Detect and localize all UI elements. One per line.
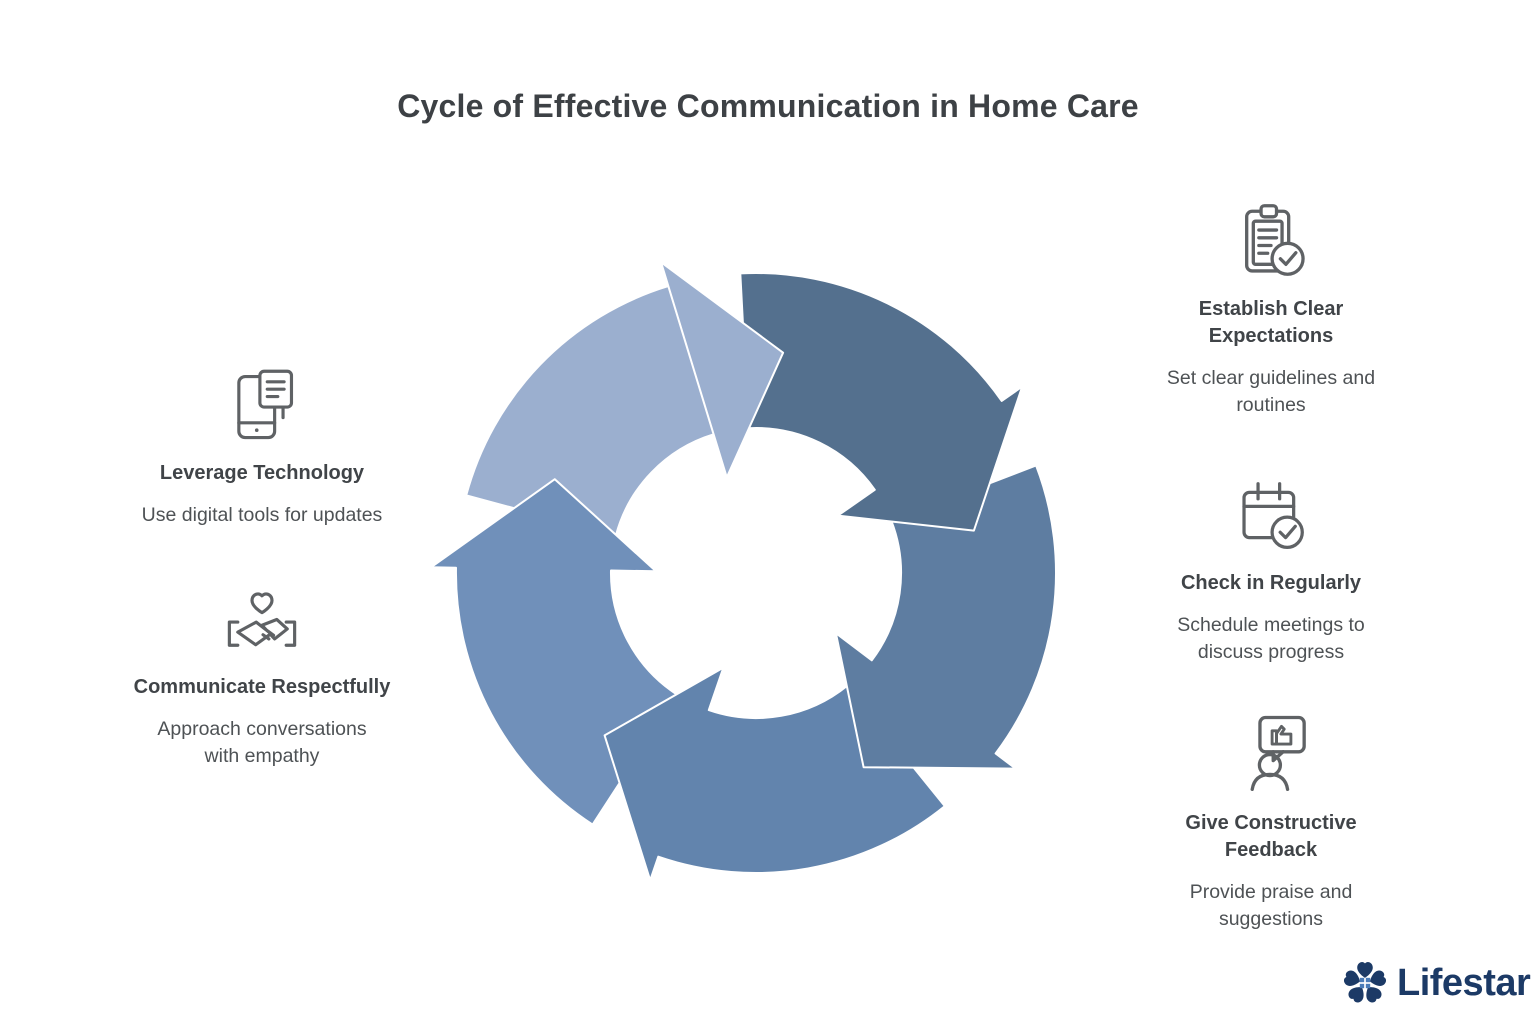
step-title: Leverage Technology — [159, 462, 365, 484]
step-title: Give Constructive Feedback — [1185, 812, 1357, 861]
step-title: Establish Clear Expectations — [1198, 298, 1344, 347]
step-leverage-technology: Leverage Technology Use digital tools fo… — [92, 366, 432, 529]
step-description: Set clear guidelines and routines — [1166, 367, 1376, 416]
step-description: Approach conversations with empathy — [157, 718, 367, 767]
cycle-arrow-check-in-regularly — [834, 464, 1058, 770]
lifestar-logo-icon — [1342, 962, 1388, 1005]
page-title: Cycle of Effective Communication in Home… — [397, 88, 1139, 124]
step-title: Communicate Respectfully — [133, 676, 391, 698]
phone-update-icon — [237, 369, 294, 440]
calendar-check-icon — [1242, 482, 1304, 549]
step-check-in-regularly: Check in Regularly Schedule meetings to … — [1101, 474, 1441, 666]
step-communicate-respectfully: Communicate Respectfully Approach conver… — [92, 580, 432, 770]
lifestar-logo: Lifestar — [1338, 956, 1531, 1010]
step-description: Schedule meetings to discuss progress — [1177, 614, 1365, 663]
cycle-arrow-head-leverage-technology — [660, 261, 785, 479]
step-description: Use digital tools for updates — [141, 504, 383, 526]
step-establish-expectations: Establish Clear Expectations Set clear g… — [1101, 198, 1441, 419]
cycle-arrow-establish-expectations — [739, 271, 1024, 532]
step-title: Check in Regularly — [1180, 572, 1362, 594]
clipboard-check-icon — [1245, 204, 1305, 276]
handshake-heart-icon — [227, 592, 297, 647]
step-give-constructive-feedback: Give Constructive Feedback Provide prais… — [1101, 712, 1441, 933]
lifestar-logo-text: Lifestar — [1397, 961, 1531, 1004]
step-description: Provide praise and suggestions — [1189, 881, 1353, 930]
feedback-speech-icon — [1250, 715, 1306, 792]
